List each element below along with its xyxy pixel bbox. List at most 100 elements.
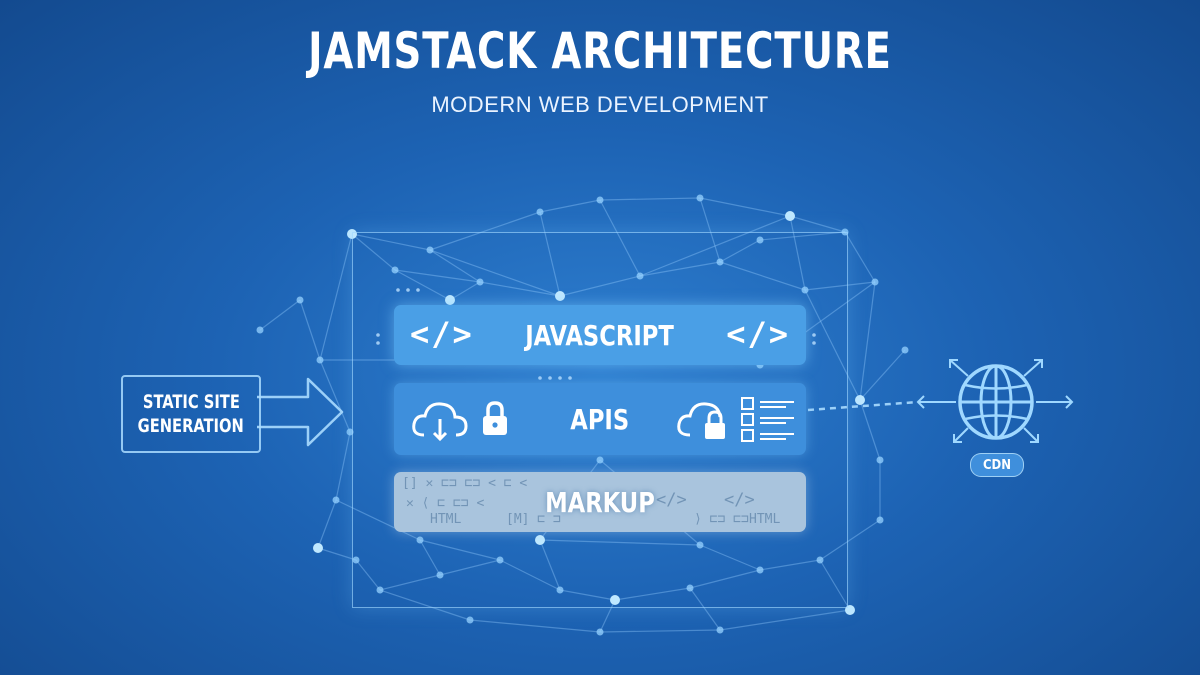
- page-title: JAMSTACK ARCHITECTURE: [308, 22, 892, 80]
- network-link: [844, 231, 876, 283]
- network-link: [419, 539, 501, 561]
- network-node: [476, 278, 484, 286]
- code-brackets-icon: </>: [410, 315, 474, 353]
- markup-layer-label: MARKUP: [545, 485, 655, 519]
- network-link: [599, 199, 641, 277]
- markup-snippet: HTML: [749, 512, 781, 527]
- network-link: [539, 539, 561, 591]
- network-link: [419, 539, 441, 576]
- network-link: [539, 199, 601, 213]
- network-node: [536, 208, 544, 216]
- network-node: [785, 211, 795, 221]
- network-link: [759, 559, 821, 571]
- cloud-download-icon: [412, 402, 468, 442]
- network-link: [429, 249, 481, 283]
- network-link: [559, 589, 616, 601]
- network-link: [759, 231, 846, 241]
- network-node: [855, 395, 865, 405]
- network-node: [756, 566, 764, 574]
- ssg-label-line1: STATIC SITE: [142, 391, 240, 413]
- network-link: [699, 197, 791, 217]
- network-link: [394, 269, 481, 283]
- markup-texture: [M] ⊏ ⊐: [506, 512, 561, 527]
- network-node: [332, 496, 340, 504]
- apis-layer: APIS: [394, 383, 806, 455]
- network-node: [556, 586, 564, 594]
- static-site-generation-box: STATIC SITE GENERATION: [121, 375, 261, 453]
- network-node: [756, 236, 764, 244]
- network-link: [639, 261, 721, 277]
- network-link: [819, 519, 881, 561]
- network-link: [859, 281, 876, 401]
- decorative-dot: [376, 333, 380, 337]
- checklist-icon: [741, 397, 794, 442]
- network-link: [317, 499, 337, 549]
- network-node: [496, 556, 504, 564]
- network-link: [351, 233, 396, 271]
- network-link: [479, 281, 561, 297]
- network-link: [599, 197, 701, 201]
- network-link: [719, 239, 761, 263]
- network-node: [376, 586, 384, 594]
- network-node: [636, 272, 644, 280]
- network-node: [696, 541, 704, 549]
- network-node: [596, 196, 604, 204]
- network-link: [499, 559, 561, 591]
- network-link: [559, 275, 641, 297]
- network-node: [596, 628, 604, 636]
- decorative-dot: [548, 376, 552, 380]
- network-link: [429, 211, 541, 251]
- network-link: [804, 289, 861, 401]
- network-link: [394, 269, 451, 301]
- network-link: [689, 569, 761, 589]
- markup-snippet: </>: [724, 490, 755, 510]
- cdn-badge: CDN: [970, 453, 1024, 477]
- network-link: [351, 233, 431, 251]
- decorative-dot: [558, 376, 562, 380]
- network-link: [379, 574, 441, 591]
- network-link: [539, 211, 561, 297]
- network-node: [313, 543, 323, 553]
- network-node: [901, 346, 909, 354]
- code-brackets-icon: </>: [726, 315, 790, 353]
- decorative-dot: [812, 333, 816, 337]
- network-link: [379, 589, 471, 621]
- decorative-dot: [812, 341, 816, 345]
- ssg-label-line2: GENERATION: [137, 415, 245, 437]
- network-link: [639, 215, 791, 277]
- cloud-lock-icon: [677, 402, 725, 439]
- network-link: [449, 281, 481, 301]
- markup-snippet: </>: [656, 490, 687, 510]
- network-link: [299, 299, 321, 361]
- stack-frame: [352, 232, 848, 608]
- network-link: [859, 399, 881, 461]
- decorative-dot: [568, 376, 572, 380]
- network-node: [596, 456, 604, 464]
- network-node: [535, 535, 545, 545]
- markup-texture: ✕ ⟨ ⊏ ⊏⊐ <: [406, 496, 485, 511]
- decorative-dot: [416, 288, 420, 292]
- cdn-connector-line: [807, 400, 919, 412]
- network-node: [876, 456, 884, 464]
- network-link: [319, 359, 351, 433]
- network-node: [316, 356, 324, 364]
- network-node: [445, 295, 455, 305]
- network-node: [466, 616, 474, 624]
- network-link: [539, 539, 701, 546]
- network-link: [719, 609, 851, 631]
- network-node: [426, 246, 434, 254]
- network-node: [871, 278, 879, 286]
- network-link: [614, 587, 691, 601]
- network-link: [719, 261, 806, 291]
- network-node: [346, 428, 354, 436]
- network-node: [686, 584, 694, 592]
- network-node: [801, 286, 809, 294]
- network-link: [599, 599, 616, 633]
- markup-snippet: HTML: [430, 512, 462, 527]
- markup-texture: ⟩ ⊏⊐ ⊏⊐: [694, 512, 749, 527]
- network-node: [816, 556, 824, 564]
- network-node: [436, 571, 444, 579]
- network-link: [819, 559, 851, 611]
- javascript-layer-label: JAVASCRIPT: [525, 318, 675, 352]
